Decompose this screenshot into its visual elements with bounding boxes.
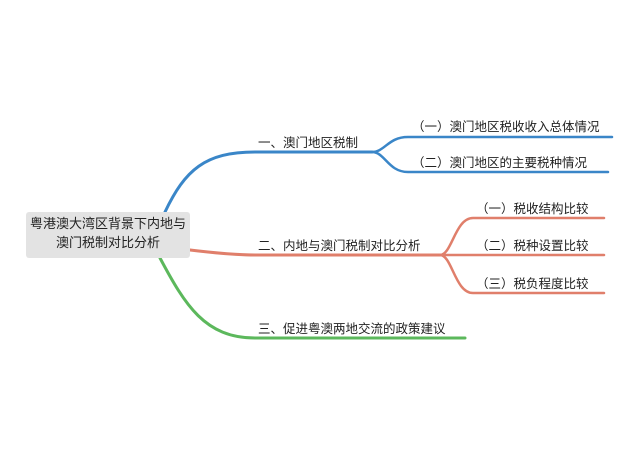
connector-branch-1-to-child-1 [370, 135, 614, 154]
branch-2-child-3-label: （三）税负程度比较 [476, 276, 589, 291]
branch-1-child-2-label: （二）澳门地区的主要税种情况 [412, 155, 588, 170]
root-topic-line-2: 澳门税制对比分析 [55, 236, 160, 251]
connector-branch-1-to-child-2 [370, 150, 610, 174]
connector-branch-2-to-child-3 [438, 253, 606, 295]
branch-2-child-2-label: （二）税种设置比较 [476, 238, 589, 253]
root-topic-line-1: 粤港澳大湾区背景下内地与 [30, 217, 187, 232]
connector-branch-2-to-child-1 [438, 216, 606, 257]
branch-3-label: 三、促进粤澳两地交流的政策建议 [258, 321, 446, 336]
connector-root-to-branch-3 [158, 256, 467, 340]
branch-1-label: 一、澳门地区税制 [258, 135, 359, 150]
branch-2-child-1-label: （一）税收结构比较 [476, 201, 589, 216]
root-topic: 粤港澳大湾区背景下内地与 澳门税制对比分析 [26, 212, 190, 258]
branch-2-label: 二、内地与澳门税制对比分析 [258, 238, 421, 253]
connector-root-to-branch-1 [163, 150, 374, 214]
branch-1-child-1-label: （一）澳门地区税收收入总体情况 [412, 119, 600, 134]
connector-root-to-branch-2 [188, 248, 442, 257]
